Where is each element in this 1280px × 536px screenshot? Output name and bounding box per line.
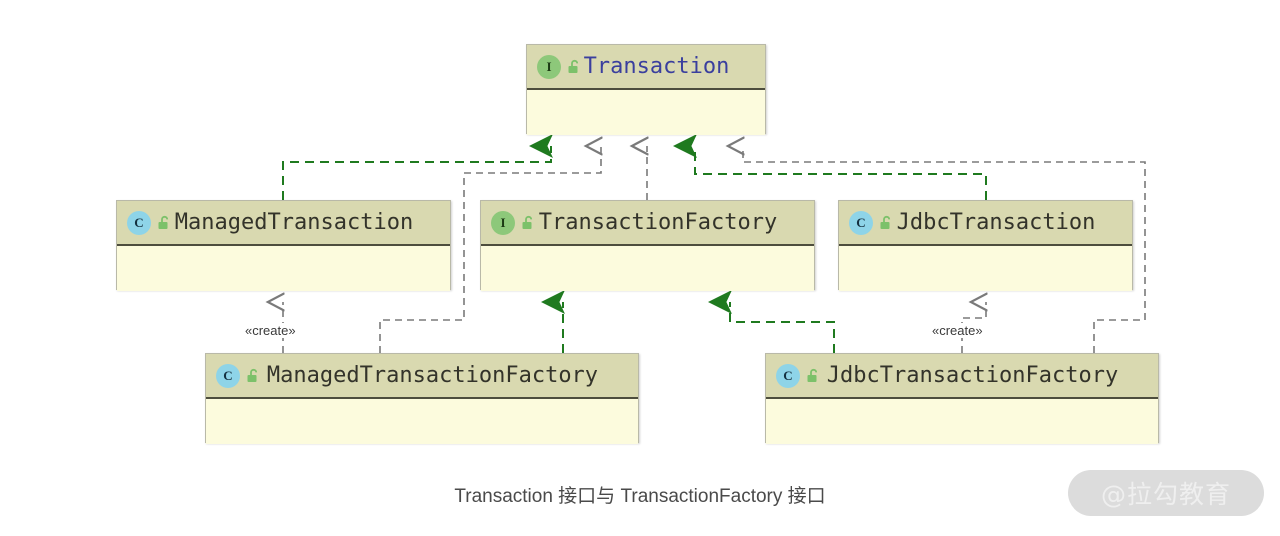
uml-members-transaction-factory: [481, 246, 814, 291]
class-badge-icon: C: [849, 210, 873, 235]
class-badge-icon: C: [127, 210, 151, 235]
uml-members-transaction: [527, 90, 765, 135]
watermark-badge: @拉勾教育: [1068, 470, 1264, 516]
unlocked-padlock-icon: [806, 368, 821, 384]
edge-managed-transaction-realizes-transaction: [282, 134, 553, 200]
diagram-caption: Transaction 接口与 TransactionFactory 接口: [454, 486, 826, 507]
class-badge-icon: C: [776, 363, 800, 388]
uml-class-transaction[interactable]: I Transaction: [526, 44, 766, 135]
edge-jdbc-transaction-factory-depends-transaction: [743, 146, 1146, 353]
uml-class-managed-transaction-factory[interactable]: C ManagedTransactionFactory: [205, 353, 639, 444]
uml-class-jdbc-transaction[interactable]: C JdbcTransaction: [838, 200, 1133, 291]
interface-badge-icon: I: [537, 54, 561, 79]
uml-members-managed-transaction-factory: [206, 399, 638, 444]
uml-members-jdbc-transaction: [839, 246, 1132, 291]
uml-title-managed-transaction-factory: ManagedTransactionFactory: [266, 363, 599, 388]
uml-title-transaction: Transaction: [583, 54, 730, 79]
uml-class-transaction-factory[interactable]: I TransactionFactory: [480, 200, 815, 291]
unlocked-padlock-icon: [567, 59, 582, 75]
edge-managed-transaction-factory-depends-transaction: [379, 146, 601, 353]
class-badge-icon: C: [216, 363, 240, 388]
unlocked-padlock-icon: [157, 215, 172, 231]
unlocked-padlock-icon: [246, 368, 261, 384]
edge-label-create-right: «create»: [930, 323, 985, 338]
uml-header-managed-transaction-factory: C ManagedTransactionFactory: [206, 354, 638, 399]
uml-title-managed-transaction: ManagedTransaction: [174, 210, 414, 235]
edge-label-create-left: «create»: [243, 323, 298, 338]
uml-title-jdbc-transaction-factory: JdbcTransactionFactory: [826, 363, 1119, 388]
uml-members-managed-transaction: [117, 246, 450, 291]
uml-header-jdbc-transaction-factory: C JdbcTransactionFactory: [766, 354, 1158, 399]
edge-jdbc-transaction-realizes-transaction: [673, 134, 987, 200]
uml-title-transaction-factory: TransactionFactory: [538, 210, 778, 235]
interface-badge-icon: I: [491, 210, 515, 235]
unlocked-padlock-icon: [879, 215, 894, 231]
uml-header-transaction: I Transaction: [527, 45, 765, 90]
uml-header-transaction-factory: I TransactionFactory: [481, 201, 814, 246]
uml-header-jdbc-transaction: C JdbcTransaction: [839, 201, 1132, 246]
uml-class-jdbc-transaction-factory[interactable]: C JdbcTransactionFactory: [765, 353, 1159, 444]
uml-members-jdbc-transaction-factory: [766, 399, 1158, 444]
uml-class-managed-transaction[interactable]: C ManagedTransaction: [116, 200, 451, 291]
edge-jdbc-transaction-factory-realizes-transaction-factory: [708, 290, 835, 353]
uml-title-jdbc-transaction: JdbcTransaction: [896, 210, 1096, 235]
uml-header-managed-transaction: C ManagedTransaction: [117, 201, 450, 246]
unlocked-padlock-icon: [521, 215, 536, 231]
